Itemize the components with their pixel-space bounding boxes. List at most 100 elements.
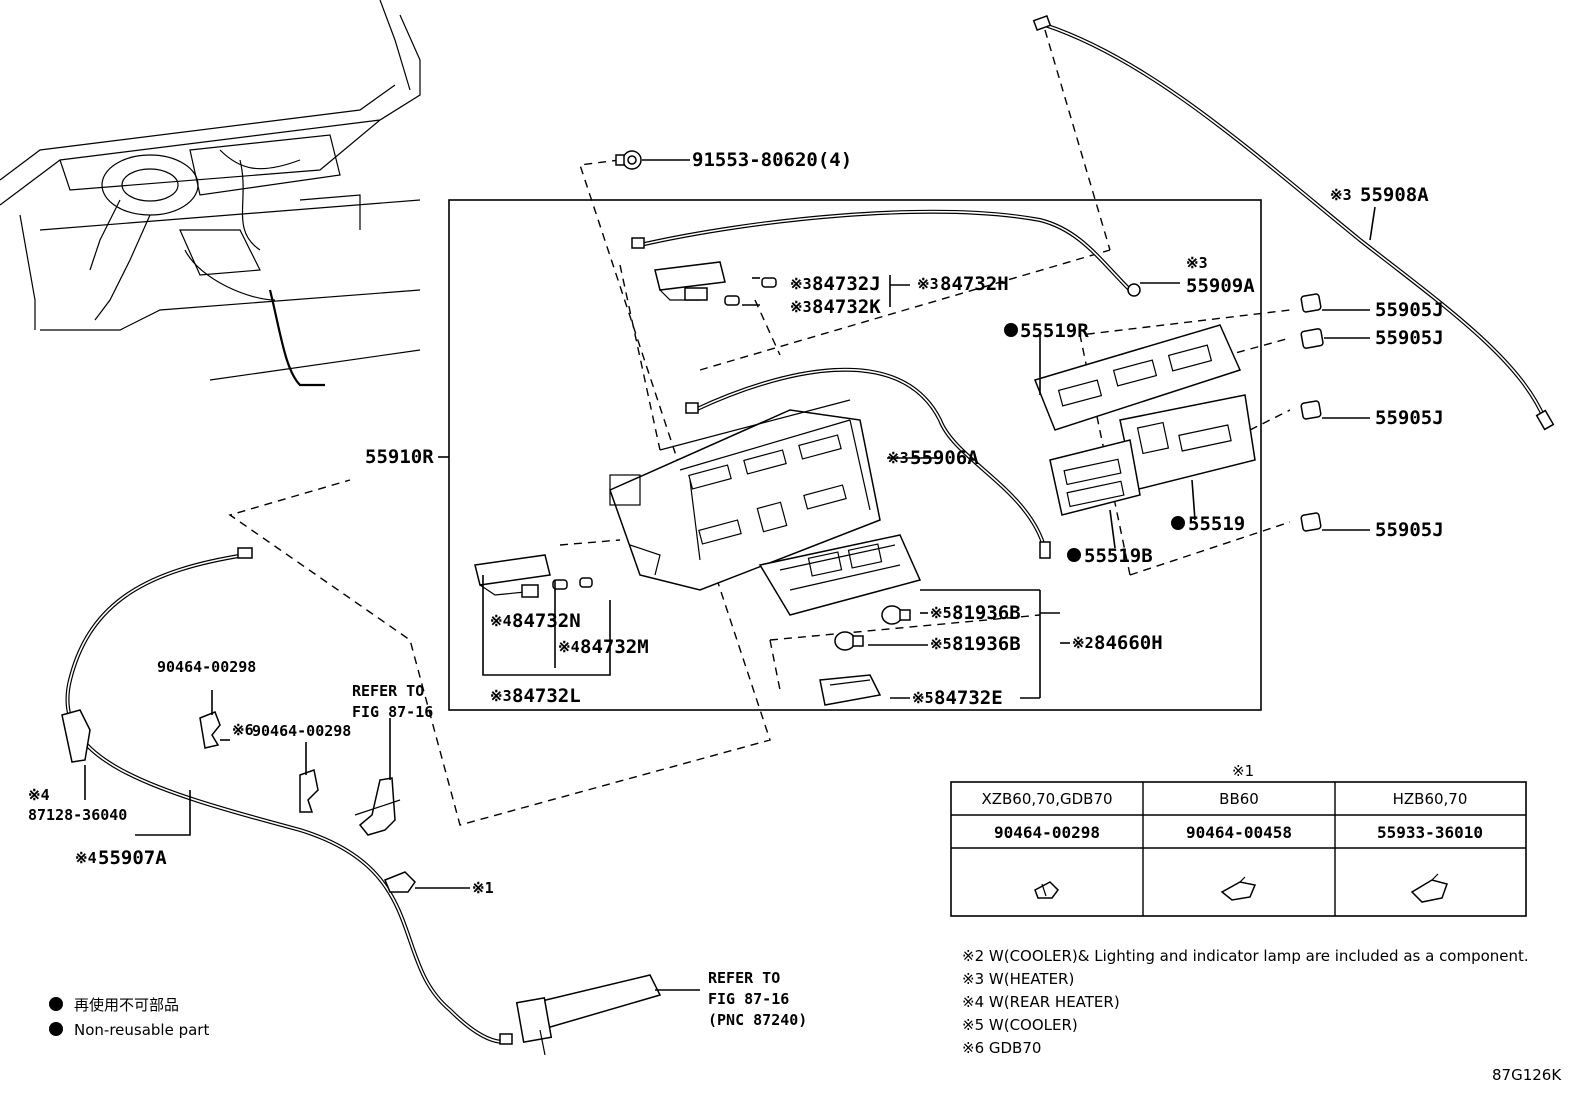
part-labels: 91553-80620(4) ※3 55908A ※3 55909A ※3 84… bbox=[28, 149, 1444, 1029]
label-55905J-1: 55905J bbox=[1375, 299, 1444, 321]
legend-dot-jp bbox=[49, 997, 63, 1011]
label-84732M: 84732M bbox=[580, 636, 649, 658]
lever-87240 bbox=[515, 974, 662, 1056]
bracket-refer bbox=[354, 777, 401, 836]
mark-55907A: ※4 bbox=[75, 849, 97, 867]
label-55519B: 55519B bbox=[1084, 545, 1153, 567]
note-6: ※6 GDB70 bbox=[962, 1039, 1041, 1057]
label-84732L: 84732L bbox=[512, 685, 581, 707]
refer-1-line1: REFER TO bbox=[352, 682, 424, 700]
label-55519R: 55519R bbox=[1020, 320, 1089, 342]
label-55907A: 55907A bbox=[98, 847, 167, 869]
mark-90464-b: ※6 bbox=[232, 721, 254, 739]
mark-84732J: ※3 bbox=[790, 275, 812, 293]
label-55905J-4: 55905J bbox=[1375, 519, 1444, 541]
panel-55519B bbox=[1049, 439, 1141, 516]
label-55909A: 55909A bbox=[1186, 275, 1255, 297]
clamp-90464-a bbox=[199, 711, 221, 749]
table-part-2: 90464-00458 bbox=[1186, 823, 1292, 842]
cable-end-55907A bbox=[237, 547, 513, 1045]
panel-55519R bbox=[1033, 324, 1242, 431]
label-91553: 91553-80620(4) bbox=[692, 149, 852, 171]
notes: ※2 W(COOLER)& Lighting and indicator lam… bbox=[962, 947, 1529, 1057]
table-header-2: BB60 bbox=[1219, 790, 1259, 808]
clip-1 bbox=[384, 871, 416, 893]
label-81936B-2: 81936B bbox=[952, 633, 1021, 655]
mark-81936B-2: ※5 bbox=[930, 635, 952, 653]
mark-84732H: ※3 bbox=[917, 275, 939, 293]
table-part-3: 55933-36010 bbox=[1377, 823, 1483, 842]
label-84732J: 84732J bbox=[812, 273, 881, 295]
legend: 再使用不可部品 Non-reusable part bbox=[49, 996, 209, 1039]
label-84660H: 84660H bbox=[1094, 632, 1163, 654]
mark-84732E: ※5 bbox=[912, 689, 934, 707]
control-cables bbox=[65, 23, 1547, 1044]
assembly-frame bbox=[448, 199, 1262, 711]
note-5: ※5 W(COOLER) bbox=[962, 1016, 1078, 1034]
clamp-90464-b bbox=[299, 769, 319, 813]
knob-55905J-3 bbox=[1300, 400, 1322, 420]
bulb-81936B-1 bbox=[881, 605, 911, 625]
cable-end-55909A bbox=[631, 237, 1141, 297]
label-87128: 87128-36040 bbox=[28, 806, 127, 824]
non-reusable-dot-55519R bbox=[1004, 323, 1018, 337]
heater-control-unit-55910R bbox=[609, 399, 881, 591]
mark-84660H: ※2 bbox=[1072, 634, 1094, 652]
legend-dot-en bbox=[49, 1022, 63, 1036]
screw-91553 bbox=[615, 150, 642, 170]
label-84732N: 84732N bbox=[512, 610, 581, 632]
refer-1-line2: FIG 87-16 bbox=[352, 703, 433, 721]
knob-55905J-4 bbox=[1300, 512, 1322, 532]
label-84732H: 84732H bbox=[940, 273, 1009, 295]
bulb-81936B-2 bbox=[834, 631, 864, 651]
table-clip-1 bbox=[1034, 881, 1059, 899]
label-55910R: 55910R bbox=[365, 446, 434, 468]
non-reusable-dot-55519 bbox=[1171, 516, 1185, 530]
label-55906A: 55906A bbox=[910, 447, 979, 469]
label-55905J-3: 55905J bbox=[1375, 407, 1444, 429]
mark-55909A: ※3 bbox=[1186, 254, 1208, 272]
label-84732E: 84732E bbox=[934, 687, 1003, 709]
holder-84732E bbox=[819, 674, 882, 706]
leader-lines bbox=[84, 159, 1376, 991]
grommet-87128 bbox=[61, 709, 91, 763]
label-81936B-1: 81936B bbox=[952, 602, 1021, 624]
mark-84732M: ※4 bbox=[558, 638, 580, 656]
mark-55906A: ※3 bbox=[887, 449, 909, 467]
table-marker: ※1 bbox=[1232, 762, 1254, 780]
refer-2-line3: (PNC 87240) bbox=[708, 1011, 807, 1029]
label-90464-b: 90464-00298 bbox=[252, 722, 351, 740]
mark-55908A: ※3 bbox=[1330, 186, 1352, 204]
label-55905J-2: 55905J bbox=[1375, 327, 1444, 349]
mark-84732N: ※4 bbox=[490, 612, 512, 630]
label-55908A: 55908A bbox=[1360, 184, 1429, 206]
mark-clip-1: ※1 bbox=[472, 879, 494, 897]
variant-table: ※1 XZB60,70,GDB70 BB60 HZB60,70 90464-00… bbox=[950, 762, 1527, 917]
socket-84732L bbox=[474, 554, 593, 598]
refer-2-line2: FIG 87-16 bbox=[708, 990, 789, 1008]
mark-81936B-1: ※5 bbox=[930, 604, 952, 622]
label-90464-a: 90464-00298 bbox=[157, 658, 256, 676]
table-header-3: HZB60,70 bbox=[1393, 790, 1468, 808]
label-55519: 55519 bbox=[1188, 513, 1245, 535]
dashboard-illustration bbox=[0, 0, 421, 387]
legend-text-en: Non-reusable part bbox=[74, 1021, 209, 1039]
dashed-leaders bbox=[228, 29, 1291, 826]
cable-end-55908A bbox=[1032, 14, 1555, 431]
note-4: ※4 W(REAR HEATER) bbox=[962, 993, 1120, 1011]
label-84732K: 84732K bbox=[812, 296, 881, 318]
table-part-1: 90464-00298 bbox=[994, 823, 1100, 842]
note-3: ※3 W(HEATER) bbox=[962, 970, 1074, 988]
knob-55905J-1 bbox=[1300, 293, 1322, 313]
figure-code: 87G126K bbox=[1492, 1066, 1562, 1084]
non-reusable-dot-55519B bbox=[1067, 548, 1081, 562]
table-header-1: XZB60,70,GDB70 bbox=[981, 790, 1112, 808]
mark-87128: ※4 bbox=[28, 786, 50, 804]
table-clip-3 bbox=[1410, 873, 1448, 903]
socket-84732H bbox=[654, 261, 777, 306]
refer-2-line1: REFER TO bbox=[708, 969, 780, 987]
knob-55905J-2 bbox=[1300, 328, 1324, 349]
switch-assembly-84660H bbox=[758, 534, 922, 616]
table-clip-2 bbox=[1220, 876, 1257, 901]
